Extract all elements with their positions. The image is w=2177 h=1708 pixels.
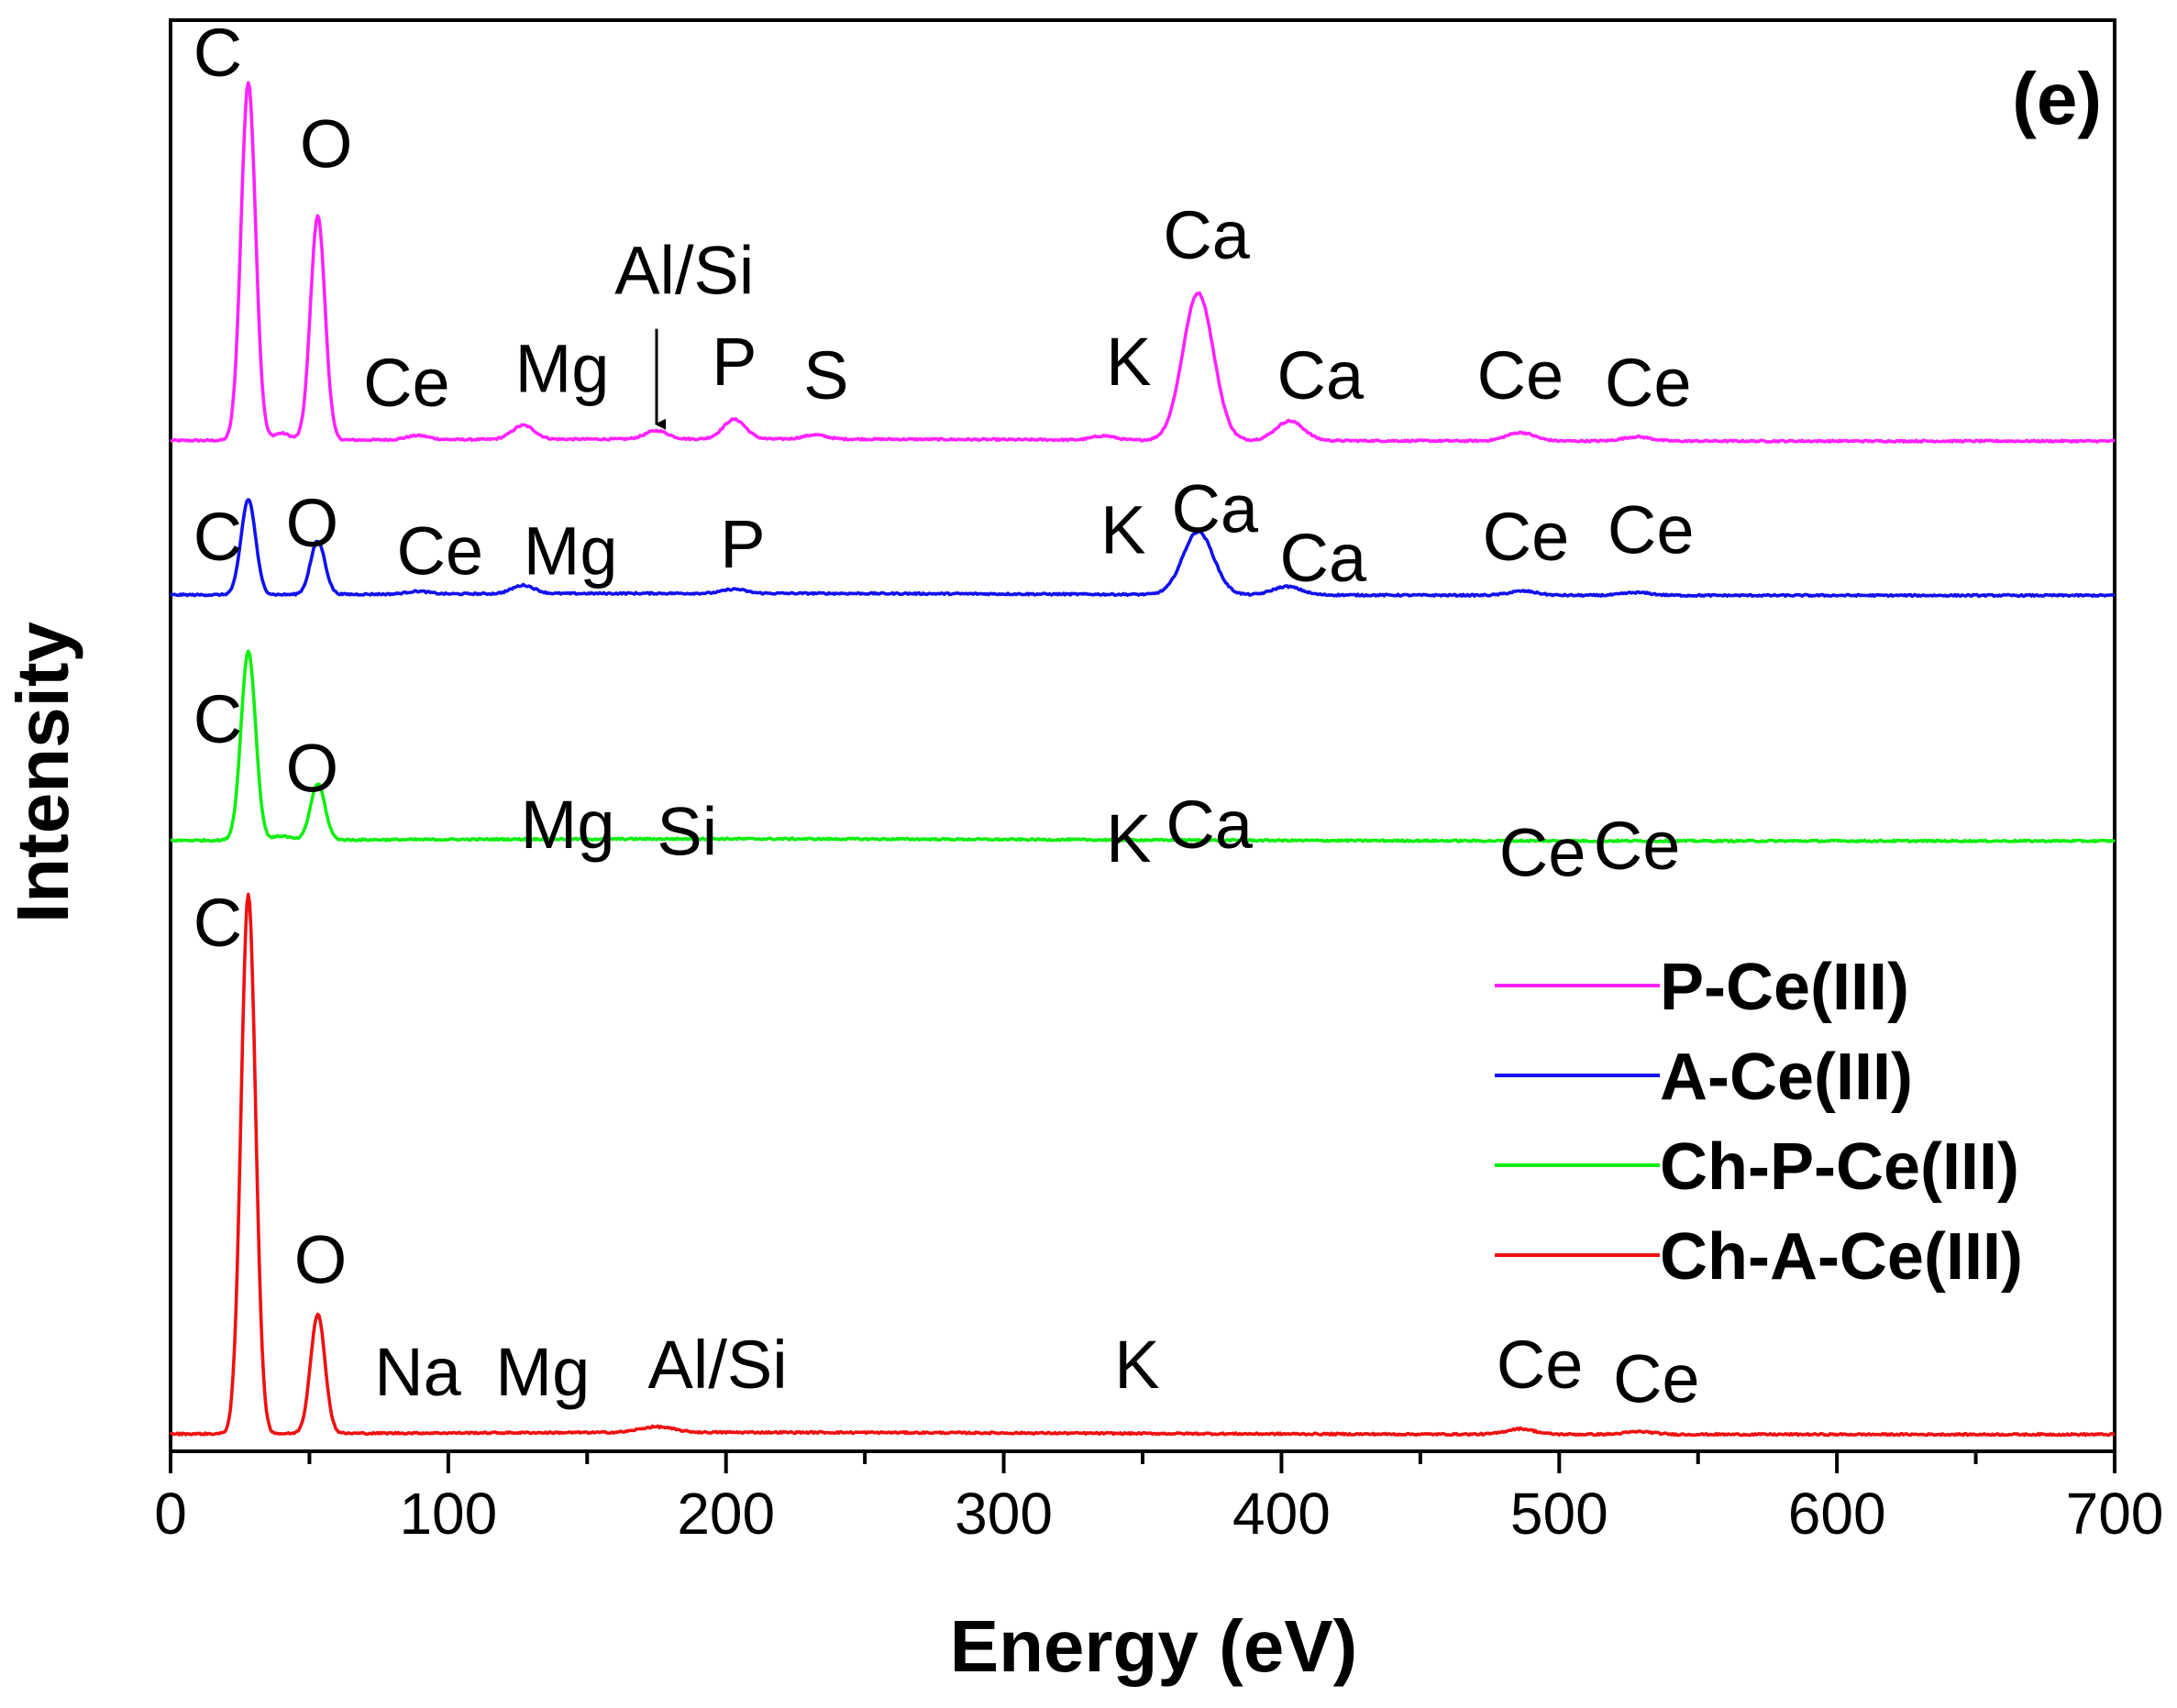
- peak-label: Ce: [1594, 808, 1681, 884]
- x-tick-label: 300: [955, 1481, 1053, 1547]
- peak-label: Si: [657, 794, 717, 870]
- peak-label: Mg: [495, 1334, 590, 1410]
- x-tick-label: 600: [1788, 1481, 1886, 1547]
- peak-label: Ce: [1608, 492, 1695, 568]
- peak-label: K: [1114, 1327, 1159, 1403]
- series-line-a-ce-iii: [170, 498, 2116, 599]
- peak-label: Ca: [1166, 787, 1253, 863]
- peak-label: Ce: [1605, 345, 1692, 421]
- peak-label: K: [1106, 324, 1151, 400]
- x-tick-label: 700: [2066, 1481, 2164, 1547]
- peak-label: O: [286, 485, 339, 561]
- peak-label: Ca: [1277, 337, 1365, 413]
- x-axis-title: Energy (eV): [950, 1605, 1358, 1687]
- peak-label: C: [193, 681, 242, 757]
- peak-label: Al/Si: [648, 1327, 788, 1403]
- peak-label: P: [712, 324, 757, 400]
- x-tick-label: 200: [677, 1481, 775, 1547]
- y-axis-title: Intensity: [2, 622, 83, 923]
- peak-label: Ce: [1483, 499, 1570, 575]
- x-tick-label: 100: [399, 1481, 497, 1547]
- peak-label: Mg: [524, 513, 618, 590]
- peak-label: O: [300, 106, 353, 182]
- peak-label: Ca: [1163, 197, 1250, 273]
- panel-label: (e): [2012, 58, 2102, 139]
- x-tick-label: 500: [1510, 1481, 1608, 1547]
- peak-label: Ca: [1280, 520, 1367, 596]
- peak-label: O: [294, 1221, 348, 1297]
- peak-label: Al/Si: [614, 232, 754, 308]
- peak-label: Mg: [515, 331, 610, 407]
- peak-label: C: [193, 885, 242, 961]
- peak-label: Ce: [1477, 337, 1564, 413]
- peak-label: C: [193, 499, 242, 575]
- legend-label: Ch-P-Ce(III): [1660, 1130, 2019, 1204]
- series-line-p-ce-iii: [170, 81, 2116, 444]
- peak-label: P: [720, 506, 765, 582]
- peak-label: Ca: [1171, 471, 1258, 547]
- peak-label: Na: [374, 1334, 461, 1410]
- peak-label: K: [1106, 800, 1151, 876]
- peak-label: Ce: [1499, 815, 1586, 891]
- peak-label: Mg: [521, 787, 615, 863]
- legend-label: Ch-A-Ce(III): [1660, 1220, 2023, 1294]
- series-line-ch-p-ce-iii: [170, 649, 2116, 843]
- legend-label: P-Ce(III): [1660, 951, 1909, 1024]
- peak-label: C: [193, 15, 242, 91]
- x-tick-label: 400: [1232, 1481, 1331, 1547]
- peak-label: O: [286, 731, 339, 807]
- x-tick-label: 0: [154, 1481, 187, 1547]
- peak-label: Ce: [363, 345, 450, 421]
- legend-label: A-Ce(III): [1660, 1041, 1913, 1114]
- peak-label: Ce: [396, 513, 483, 590]
- peak-label: K: [1100, 492, 1145, 568]
- peak-label: Ce: [1497, 1327, 1584, 1403]
- peak-label: S: [803, 337, 848, 413]
- series-line-ch-a-ce-iii: [169, 892, 2116, 1438]
- peak-label: Ce: [1613, 1340, 1700, 1416]
